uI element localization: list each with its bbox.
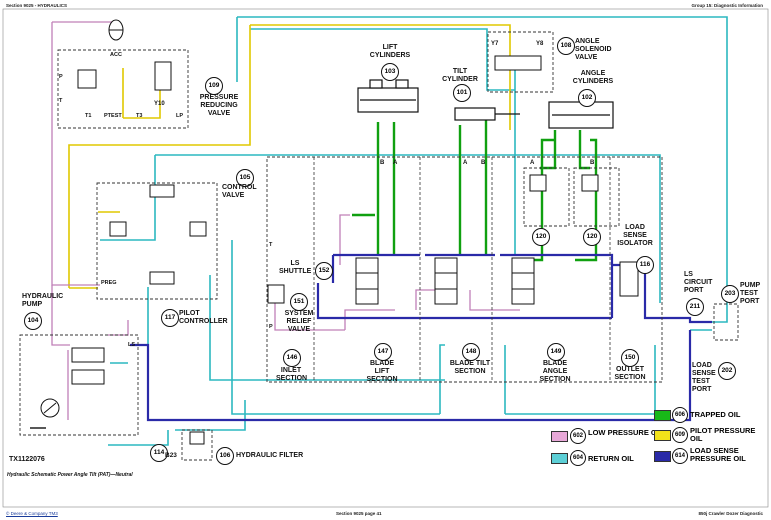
label-blade-lift-section: BLADE LIFT SECTION [366,360,398,383]
label-tilt-cylinder: TILT CYLINDER [442,68,478,83]
callout-105: 105 [236,169,254,187]
label-acc: ACC [110,52,122,58]
callout-151: 151 [290,293,308,311]
label-p-port: P [269,324,273,330]
callout-109: 109 [205,77,223,95]
legend-swatch-pilot [654,430,671,441]
label-outlet-section: OUTLET SECTION [614,366,646,381]
callout-211: 211 [686,298,704,316]
legend-label-load-sense: LOAD SENSE PRESSURE OIL [690,446,746,463]
label-blade-angle-section: BLADE ANGLE SECTION [539,360,571,383]
label-y10: Y10 [154,101,165,107]
callout-104: 104 [24,312,42,330]
label-y8: Y8 [536,41,544,47]
legend-callout-602: 602 [570,428,586,444]
label-pilot-controller: PILOT CONTROLLER [179,310,228,325]
callout-102: 102 [578,89,596,107]
callout-120-left: 120 [532,228,550,246]
pilot-oil-lines [68,24,511,289]
callout-101: 101 [453,84,471,102]
valve-housings [19,31,739,461]
legend-label-pilot: PILOT PRESSURE OIL [690,426,756,443]
callout-108: 108 [557,37,575,55]
label-blade-tilt-section: BLADE TILT SECTION [449,360,491,375]
callout-150: 150 [621,349,639,367]
label-ls: LS [128,342,136,348]
legend-callout-606: 606 [672,407,688,423]
frame [2,8,769,508]
figure-caption: Hydraulic Schematic Power Angle Tilt (PA… [7,472,133,478]
legend-swatch-low-pressure [551,431,568,442]
label-t3: T3 [136,113,143,119]
legend-callout-609: 609 [672,427,688,443]
callout-117: 117 [161,309,179,327]
trapped-oil-lines [352,120,598,262]
callout-148: 148 [462,343,480,361]
svg-text:A: A [530,160,535,166]
label-system-relief-valve: SYSTEM RELIEF VALVE [284,310,314,333]
svg-text:A: A [463,160,468,166]
label-b23: B23 [165,452,177,459]
label-hydraulic-filter: HYDRAULIC FILTER [236,452,304,459]
legend-swatch-trapped [654,410,671,421]
callout-152: 152 [315,262,333,280]
label-lift-cylinders: LIFT CYLINDERS [369,44,411,59]
label-t: T [59,98,63,104]
svg-text:A: A [393,160,398,166]
svg-text:B: B [481,160,486,166]
footer-page: Section 9025 page 41 [336,511,382,516]
label-p: P [59,74,63,80]
legend-label-return: RETURN OIL [588,454,634,463]
label-preg: PREG [101,280,117,286]
label-pump-test-port: PUMP TEST PORT [740,282,761,305]
accumulator-symbol [108,19,124,41]
label-ls-shuttle: LS SHUTTLE [279,260,312,275]
label-load-sense-isolator: LOAD SENSE ISOLATOR [617,224,653,247]
legend-callout-614: 614 [672,448,688,464]
label-y7: Y7 [491,41,499,47]
legend-swatch-return [551,453,568,464]
legend-label-trapped: TRAPPED OIL [690,410,741,419]
header-section: Section 9025 - HYDRAULICS [6,3,68,8]
callout-146: 146 [283,349,301,367]
callout-120-right: 120 [583,228,601,246]
legend-callout-604: 604 [570,450,586,466]
label-control-valve: CONTROL VALVE [222,184,257,199]
callout-106: 106 [216,447,234,465]
callout-103: 103 [381,63,399,81]
label-inlet-section: INLET SECTION [276,367,308,382]
label-hydraulic-pump: HYDRAULIC PUMP [22,293,64,308]
header-group: Group 15: Diagnostic Information [691,3,763,8]
pump-symbol [30,398,60,429]
callout-149: 149 [547,343,565,361]
callout-114: 114 [150,444,168,462]
callout-116: 116 [636,256,654,274]
callout-202: 202 [718,362,736,380]
label-ptest: PTEST [104,113,122,119]
valve-spools [71,55,639,445]
label-t-port: T [269,242,273,248]
callout-203: 203 [721,285,739,303]
label-pressure-reducing-valve: PRESSURE REDUCING VALVE [199,94,239,117]
label-load-sense-test-port: LOAD SENSE TEST PORT [692,362,716,393]
label-ls-circuit-port: LS CIRCUIT PORT [684,271,713,294]
svg-text:B: B [590,160,595,166]
footer-manual: 850j Crawler Dozer Diagnostic [698,511,763,516]
label-angle-solenoid-valve: ANGLE SOLENOID VALVE [575,38,612,61]
cylinders [357,79,614,129]
legend-label-low-pressure: LOW PRESSURE OIL [588,428,664,437]
label-angle-cylinders: ANGLE CYLINDERS [572,70,614,85]
figure-id: TX1122076 [9,456,45,463]
label-t1: T1 [85,113,92,119]
footer-copyright[interactable]: © Deere & Company TM3 [6,511,58,516]
callout-147: 147 [374,343,392,361]
label-lp: LP [176,113,184,119]
load-sense-lines [130,253,712,422]
svg-text:B: B [380,160,385,166]
legend-swatch-load-sense [654,451,671,462]
section-dividers [313,157,611,382]
